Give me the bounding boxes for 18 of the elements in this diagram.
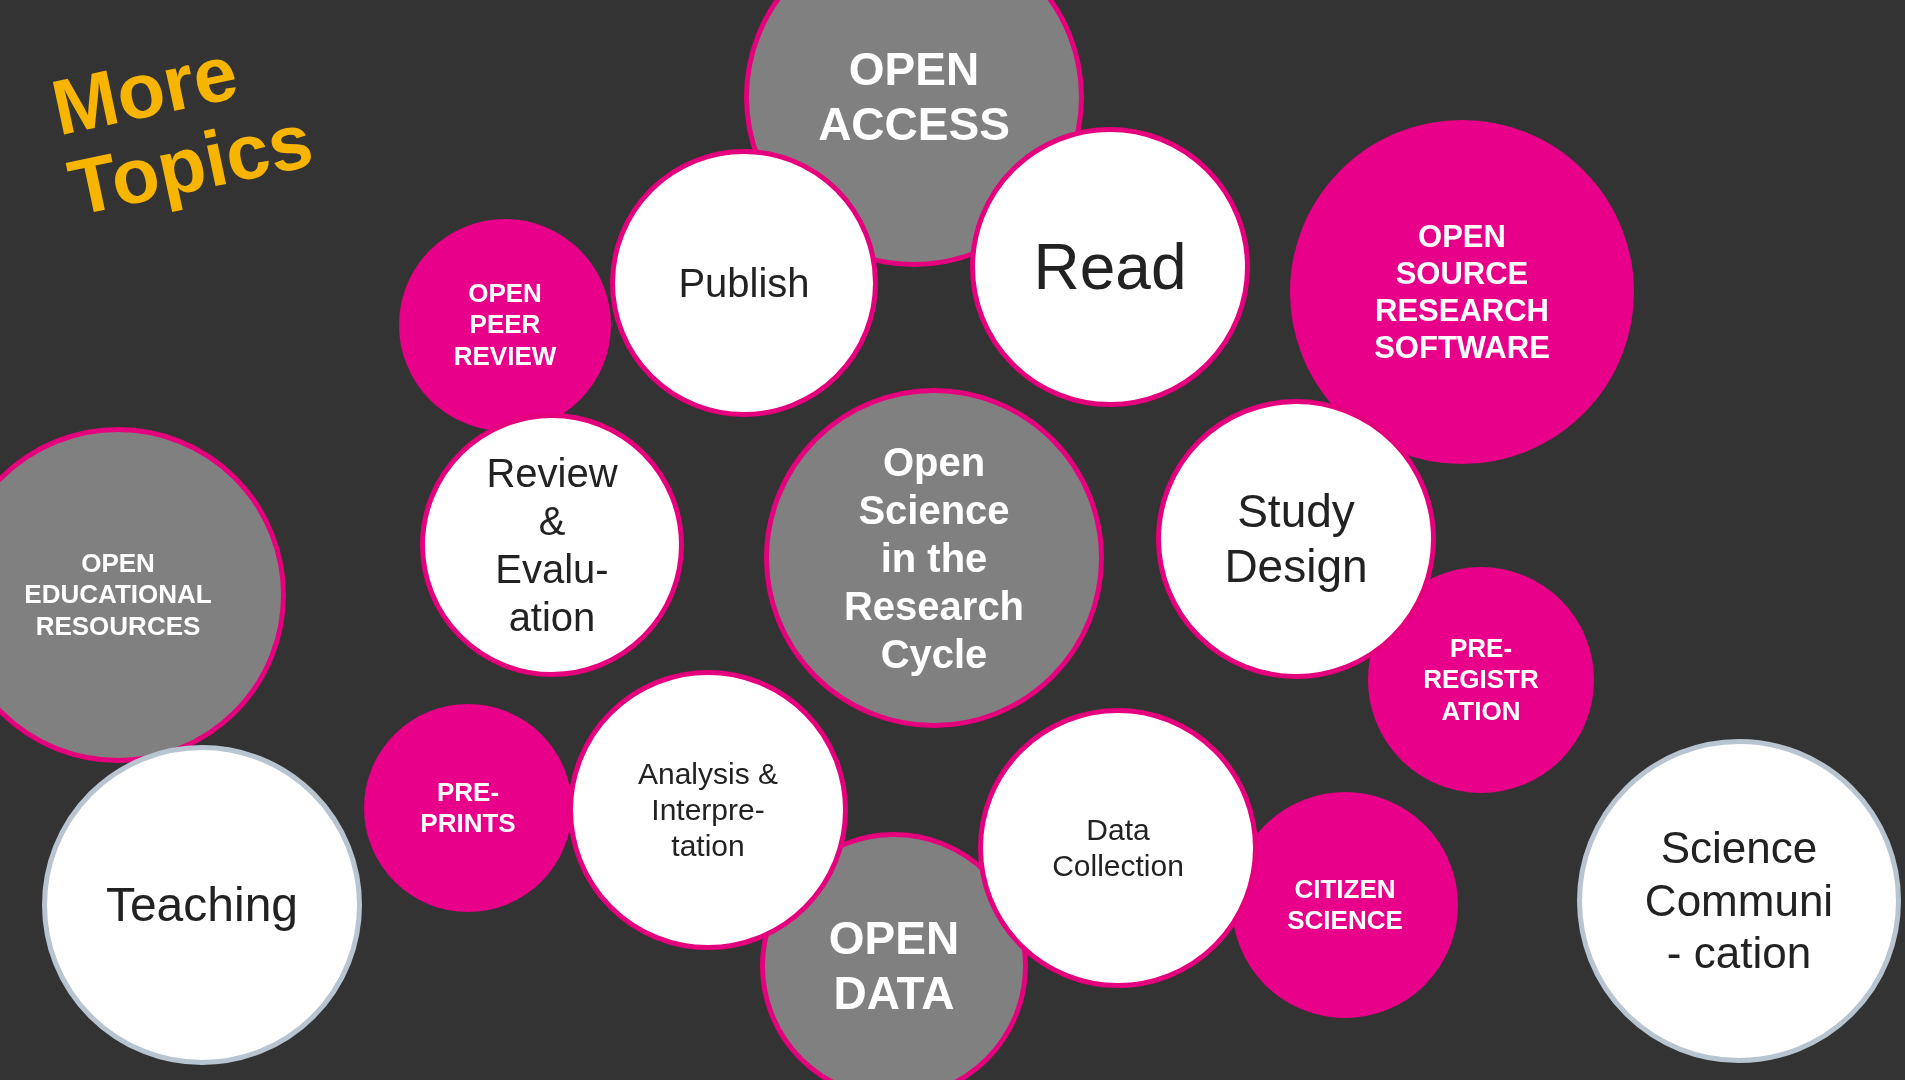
topic-label: Teaching: [104, 877, 300, 934]
topic-label: CITIZEN SCIENCE: [1286, 873, 1404, 937]
title: More Topics: [45, 26, 321, 231]
topic-label: OPEN SOURCE RESEARCH SOFTWARE: [1373, 217, 1551, 367]
topic-label: Review & Evalu- ation: [485, 450, 619, 641]
topic-label: Read: [1032, 229, 1188, 305]
topic-label: Publish: [677, 260, 811, 307]
topic-label: PRE- PRINTS: [419, 776, 517, 840]
topic-label: OPEN PEER REVIEW: [452, 278, 558, 372]
topic-label: Study Design: [1223, 483, 1369, 594]
topic-label: Data Collection: [1051, 812, 1185, 884]
topic-label: Analysis & Interpre- tation: [636, 756, 780, 864]
topic-label: PRE- REGISTR ATION: [1422, 633, 1540, 727]
topic-label: Open Science in the Research Cycle: [842, 439, 1026, 678]
topic-label: OPEN DATA: [827, 910, 961, 1021]
topic-label: OPEN EDUCATIONAL RESOURCES: [23, 548, 213, 642]
topic-label: Science Communi - cation: [1644, 821, 1834, 980]
topic-label: OPEN ACCESS: [817, 41, 1011, 152]
